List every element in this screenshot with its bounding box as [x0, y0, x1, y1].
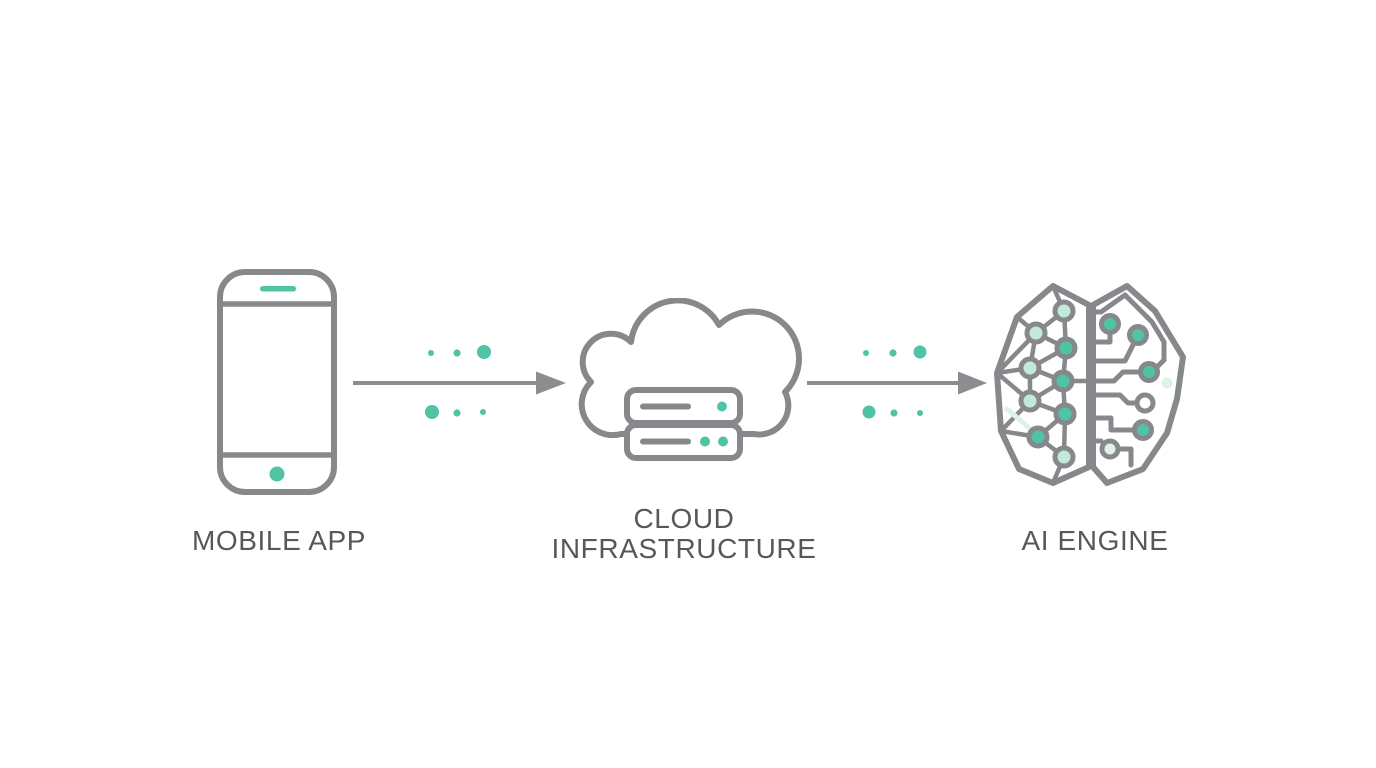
pale-dot — [1161, 377, 1173, 389]
arrow-right-connector-1 — [353, 345, 566, 419]
label-cloud-infrastructure: CLOUD INFRASTRUCTURE — [551, 504, 816, 564]
brain-right-hemisphere — [1090, 283, 1186, 486]
circuit-traces — [1090, 292, 1167, 468]
data-dots-above — [863, 345, 927, 359]
arrowhead-icon — [958, 371, 987, 395]
data-dots-below — [425, 405, 486, 419]
brain-circuit-icon — [994, 283, 1186, 486]
phone-speaker — [260, 286, 296, 292]
neural-nodes — [1018, 299, 1078, 469]
smartphone-icon — [217, 269, 337, 495]
label-cloud-line1: CLOUD — [633, 503, 735, 534]
phone-home-button — [269, 466, 285, 482]
cloud-server-icon — [578, 298, 802, 461]
label-mobile-app: MOBILE APP — [191, 525, 367, 556]
label-cloud-line2: INFRASTRUCTURE — [551, 533, 817, 564]
server-led — [700, 436, 710, 447]
arrow-right-connector-2 — [807, 345, 987, 419]
arrowhead-icon — [536, 371, 566, 395]
server-led — [718, 436, 728, 447]
label-ai-engine: AI ENGINE — [1021, 525, 1169, 556]
brain-left-hemisphere — [994, 283, 1092, 486]
data-dots-below — [862, 405, 923, 419]
data-dots-above — [428, 345, 491, 359]
server-stack — [624, 387, 743, 461]
circuit-terminals — [1099, 313, 1160, 460]
server-led — [717, 401, 727, 412]
